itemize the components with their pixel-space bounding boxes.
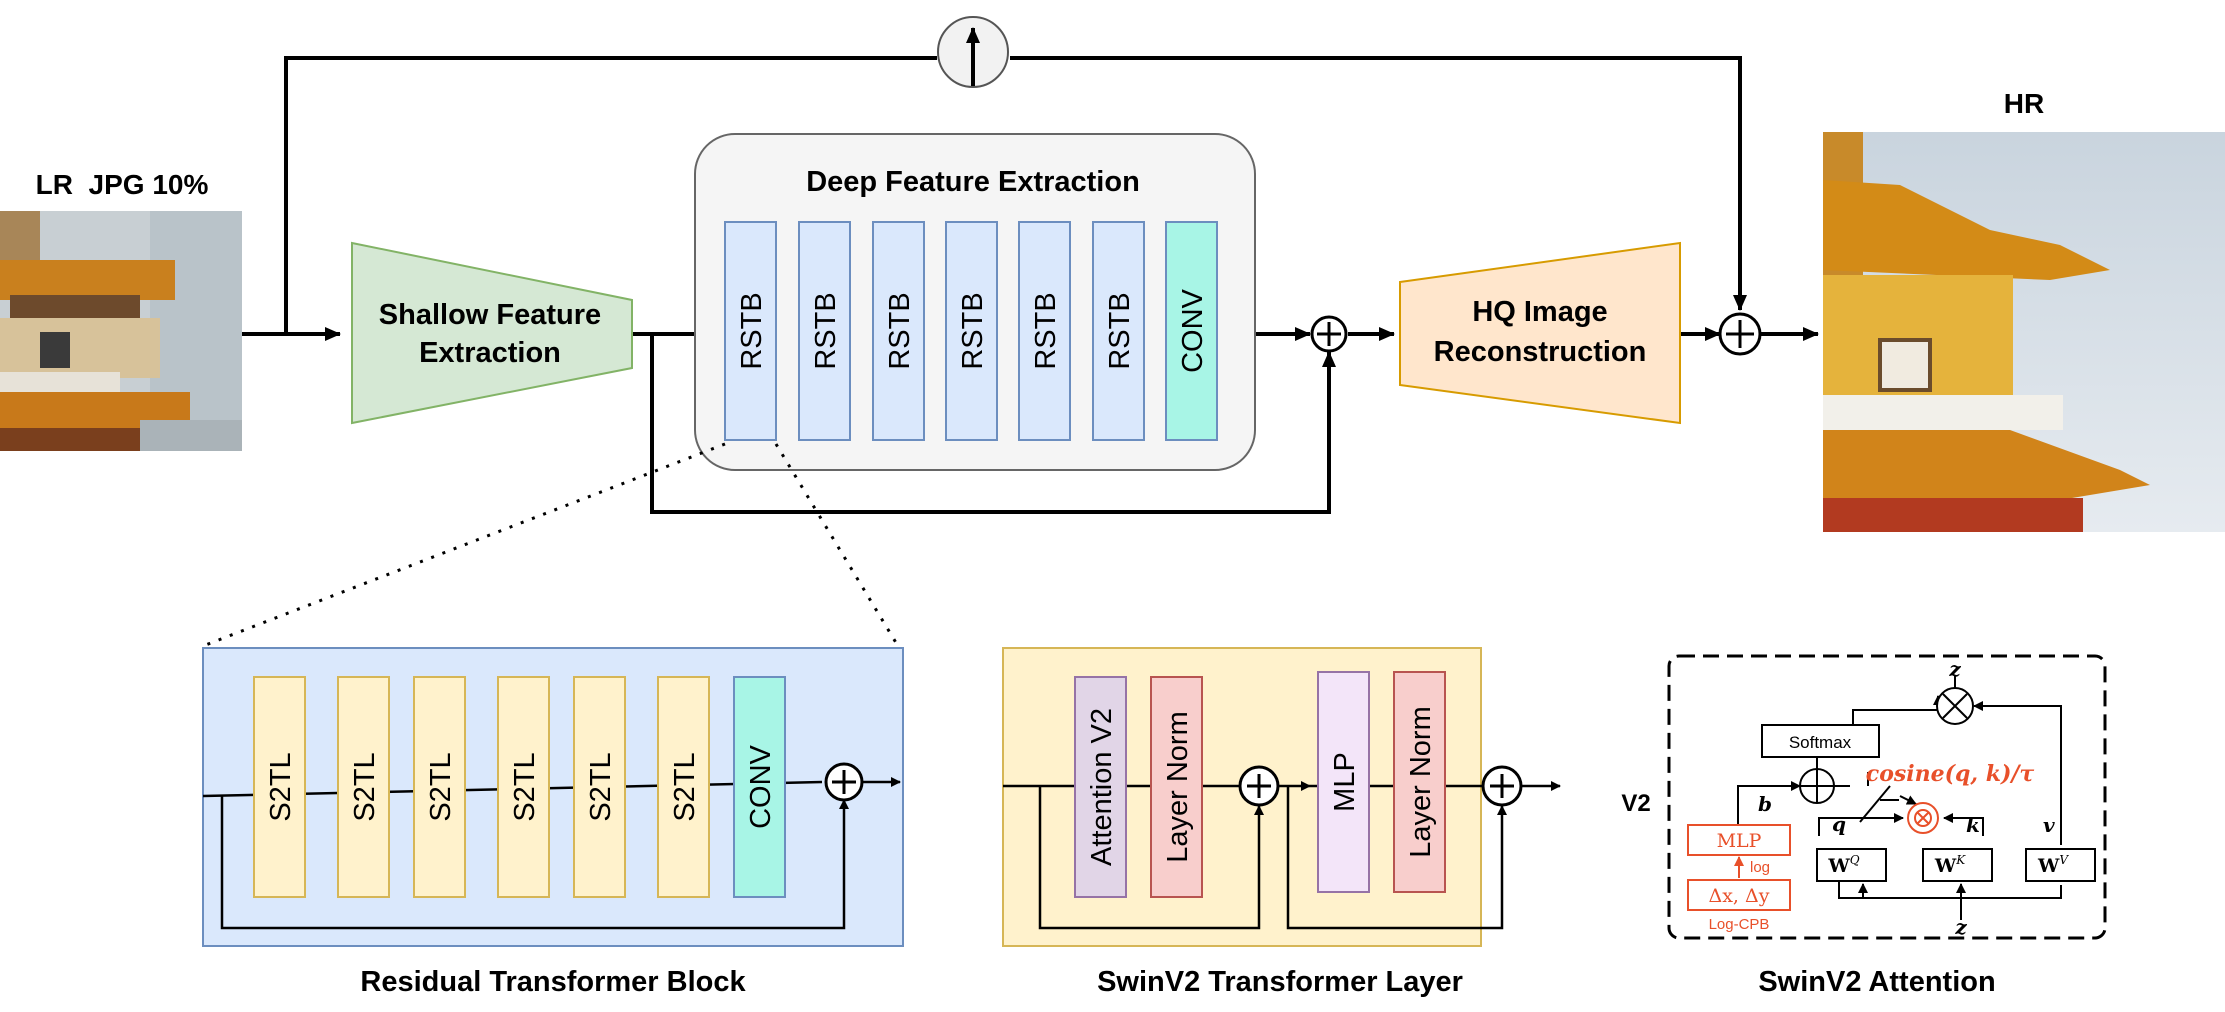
rtb-layers bbox=[253, 676, 786, 898]
rstb-label: RSTB bbox=[1030, 292, 1062, 369]
zoom-lines bbox=[202, 442, 900, 648]
wv-label: WV bbox=[2037, 853, 2069, 877]
attention-v2-label: Attention V2 bbox=[1086, 708, 1118, 866]
s2tl-block bbox=[337, 676, 390, 898]
s2tl-label: S2TL bbox=[669, 752, 701, 821]
deep-conv-label: CONV bbox=[1177, 288, 1209, 372]
hq-label-line2: Reconstruction bbox=[1434, 336, 1647, 368]
rstb-label: RSTB bbox=[1104, 292, 1136, 369]
wk-label: WK bbox=[1934, 853, 1966, 877]
q-label: q bbox=[1832, 812, 1846, 836]
s2tl-label: S2TL bbox=[585, 752, 617, 821]
s2tl-block bbox=[253, 676, 306, 898]
z-bottom-label: z bbox=[1954, 915, 1967, 939]
softmax-label: Softmax bbox=[1789, 733, 1852, 752]
attention-caption: SwinV2 Attention bbox=[1758, 966, 1995, 998]
wk-box bbox=[1922, 848, 1993, 882]
cosine-multiply-node bbox=[1907, 802, 1939, 834]
rstb-label: RSTB bbox=[884, 292, 916, 369]
layer-norm-block-1 bbox=[1150, 676, 1203, 898]
rstb-label: RSTB bbox=[810, 292, 842, 369]
s2tl-label: S2TL bbox=[265, 752, 297, 821]
hq-label-line1: HQ Image bbox=[1472, 296, 1607, 328]
hr-label: HR bbox=[2004, 88, 2044, 119]
rstb-block bbox=[798, 221, 851, 441]
s2tl-block bbox=[573, 676, 626, 898]
layer-norm-label-1: Layer Norm bbox=[1162, 711, 1194, 863]
attention-v2-tag: V2 bbox=[1621, 790, 1650, 817]
log-label: log bbox=[1750, 859, 1770, 876]
layer-norm-block-2 bbox=[1393, 671, 1446, 893]
wv-box bbox=[2025, 848, 2096, 882]
hr-image bbox=[1823, 132, 2225, 532]
mlp-block bbox=[1317, 671, 1370, 893]
softmax-box bbox=[1761, 724, 1880, 758]
s2tl-label: S2TL bbox=[349, 752, 381, 821]
rstb-block bbox=[872, 221, 925, 441]
rtb-caption: Residual Transformer Block bbox=[360, 966, 746, 998]
rtb-labels: S2TL S2TL S2TL S2TL S2TL S2TL CONV bbox=[265, 744, 777, 828]
delta-xy-box bbox=[1687, 879, 1791, 911]
top-multiply-node bbox=[1936, 687, 1974, 725]
cosine-label: cosine(q, k)/τ bbox=[1866, 761, 2035, 787]
rstb-block bbox=[724, 221, 777, 441]
rstb-labels: RSTB RSTB RSTB RSTB RSTB RSTB CONV bbox=[736, 288, 1209, 372]
rstb-block bbox=[1018, 221, 1071, 441]
rstb-block bbox=[1092, 221, 1145, 441]
add-node bbox=[1799, 768, 1835, 804]
mlp-label: MLP bbox=[1329, 752, 1361, 812]
stl-labels: Attention V2 Layer Norm MLP Layer Norm bbox=[1086, 706, 1437, 866]
s2tl-label: S2TL bbox=[509, 752, 541, 821]
k-label: k bbox=[1966, 813, 1980, 837]
wq-box bbox=[1816, 848, 1887, 882]
s2tl-block bbox=[657, 676, 710, 898]
attention-v2-block bbox=[1074, 676, 1127, 898]
stl-caption: SwinV2 Transformer Layer bbox=[1097, 966, 1463, 998]
rstb-label: RSTB bbox=[736, 292, 768, 369]
wq-label: WQ bbox=[1827, 853, 1859, 877]
shallow-label-line1: Shallow Feature bbox=[379, 299, 601, 331]
s2tl-block bbox=[497, 676, 550, 898]
deep-conv-block bbox=[1165, 221, 1218, 441]
stl-sum-node-1 bbox=[1238, 765, 1280, 807]
v-label: v bbox=[2043, 813, 2055, 837]
z-top-label: z bbox=[1948, 657, 1961, 681]
rtb-sum-node bbox=[824, 762, 864, 802]
rstb-label: RSTB bbox=[957, 292, 989, 369]
lr-image bbox=[0, 211, 242, 451]
layer-norm-label-2: Layer Norm bbox=[1405, 706, 1437, 858]
rtb-conv-label: CONV bbox=[745, 744, 777, 828]
deep-feature-title: Deep Feature Extraction bbox=[806, 166, 1140, 198]
log-cpb-mlp-label: MLP bbox=[1717, 830, 1762, 852]
shallow-label-line2: Extraction bbox=[419, 337, 561, 369]
main-sum-node bbox=[1310, 315, 1348, 353]
log-cpb-label: Log-CPB bbox=[1709, 916, 1770, 933]
delta-xy-label: Δx, Δy bbox=[1709, 885, 1770, 907]
b-label: b bbox=[1758, 792, 1772, 816]
rstb-block bbox=[945, 221, 998, 441]
s2tl-block bbox=[413, 676, 466, 898]
log-cpb-mlp-box bbox=[1687, 824, 1791, 856]
lr-label: LR JPG 10% bbox=[36, 169, 209, 200]
hq-image-reconstruction bbox=[1399, 241, 1681, 425]
rtb-conv-block bbox=[733, 676, 786, 898]
stl-sum-node-2 bbox=[1481, 765, 1523, 807]
rstb-blocks bbox=[724, 221, 1218, 441]
shallow-feature-extraction bbox=[351, 241, 633, 425]
global-sum-node bbox=[1718, 312, 1762, 356]
rtb-container bbox=[202, 647, 904, 947]
s2tl-label: S2TL bbox=[425, 752, 457, 821]
